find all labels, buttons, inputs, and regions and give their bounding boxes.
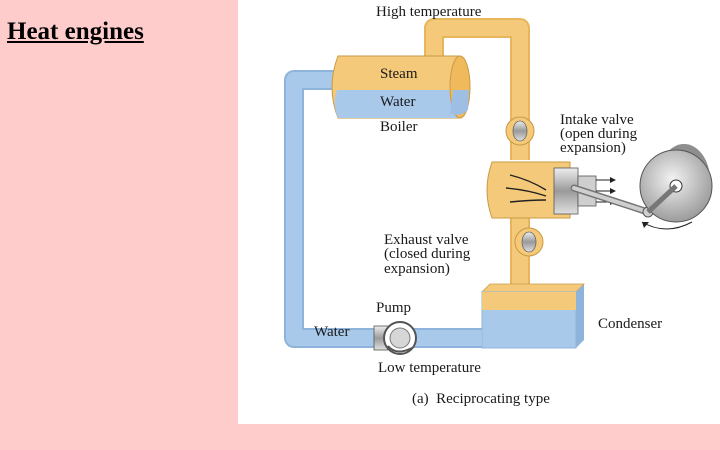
slide-title: Heat engines xyxy=(7,18,144,45)
boiler xyxy=(331,55,471,119)
condenser xyxy=(481,283,585,349)
pump-label: Pump xyxy=(376,300,411,316)
figure-caption: (a) Reciprocating type xyxy=(412,391,550,407)
high-temperature-label: High temperature xyxy=(376,4,482,20)
boiler-water-label: Water xyxy=(380,94,415,110)
exhaust-valve-label-1: Exhaust valve xyxy=(384,232,469,248)
water-pipe-label: Water xyxy=(314,324,349,340)
intake-valve-label-3: expansion) xyxy=(560,140,626,156)
cylinder xyxy=(486,161,616,219)
diagram-panel: High temperature Steam Water Boiler Inta… xyxy=(238,0,720,424)
steam-label: Steam xyxy=(380,66,418,82)
water-return-pipe xyxy=(284,70,378,348)
heat-engine-diagram: High temperature Steam Water Boiler Inta… xyxy=(284,4,713,407)
exhaust-valve-label-3: expansion) xyxy=(384,261,450,277)
intake-valve-label-2: (open during xyxy=(560,126,638,142)
intake-valve xyxy=(505,116,535,146)
boiler-label: Boiler xyxy=(380,119,418,135)
low-temperature-label: Low temperature xyxy=(378,360,481,376)
exhaust-valve-label-2: (closed during xyxy=(384,246,471,262)
flywheel xyxy=(639,144,713,230)
exhaust-valve xyxy=(514,227,544,257)
pump xyxy=(373,321,417,355)
intake-valve-label-1: Intake valve xyxy=(560,112,634,128)
condenser-label: Condenser xyxy=(598,316,662,332)
